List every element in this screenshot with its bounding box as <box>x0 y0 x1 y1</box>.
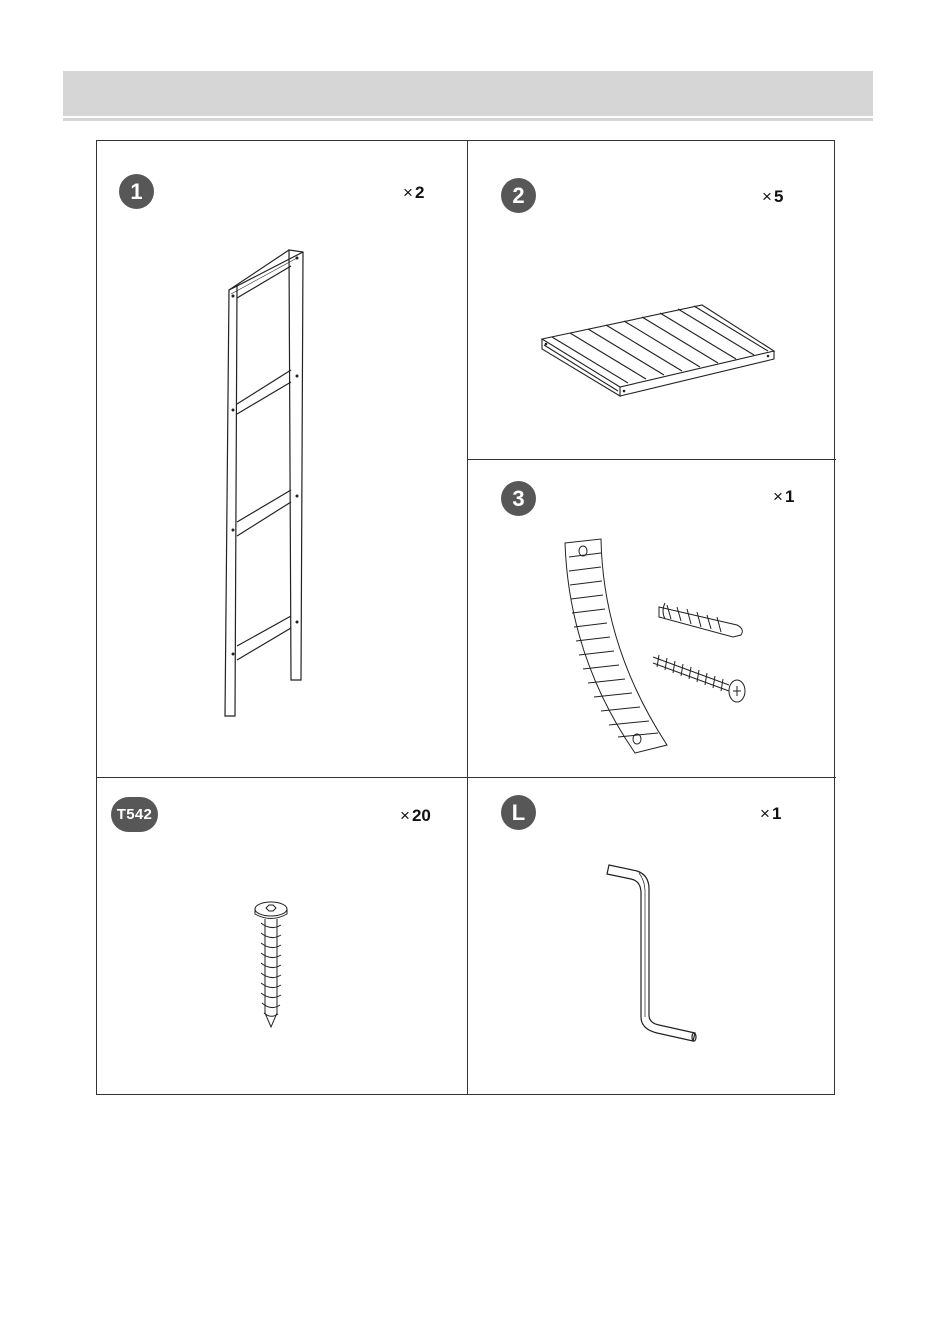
part-number-badge: 1 <box>119 174 154 209</box>
wall-strap-illustration <box>563 537 673 755</box>
part-number-badge: 2 <box>501 178 536 213</box>
part-quantity: ×1 <box>760 804 781 824</box>
part-quantity: ×1 <box>773 487 794 507</box>
part-quantity: ×2 <box>403 183 424 203</box>
header-rule <box>63 118 873 121</box>
part-cell-1: 1 ×2 <box>97 141 467 777</box>
hex-key-illustration <box>607 863 699 1041</box>
parts-grid: 1 ×2 <box>96 140 835 1095</box>
part-quantity: ×20 <box>400 806 431 826</box>
part-quantity: ×5 <box>762 187 783 207</box>
side-frame-illustration <box>217 246 317 716</box>
part-cell-3: 3 ×1 <box>467 459 836 777</box>
part-cell-2: 2 ×5 <box>467 141 836 459</box>
part-number-badge: 3 <box>501 481 536 516</box>
screw-illustration <box>253 901 291 1031</box>
wall-plug-illustration <box>657 601 749 643</box>
part-number-badge: L <box>501 795 536 830</box>
shelf-illustration <box>542 301 777 396</box>
part-cell-l: L ×1 <box>467 777 836 1096</box>
part-number-badge: T542 <box>111 797 158 832</box>
header-band <box>63 71 873 116</box>
part-cell-t542: T542 ×20 <box>97 777 467 1096</box>
wall-screw-illustration <box>651 655 749 703</box>
